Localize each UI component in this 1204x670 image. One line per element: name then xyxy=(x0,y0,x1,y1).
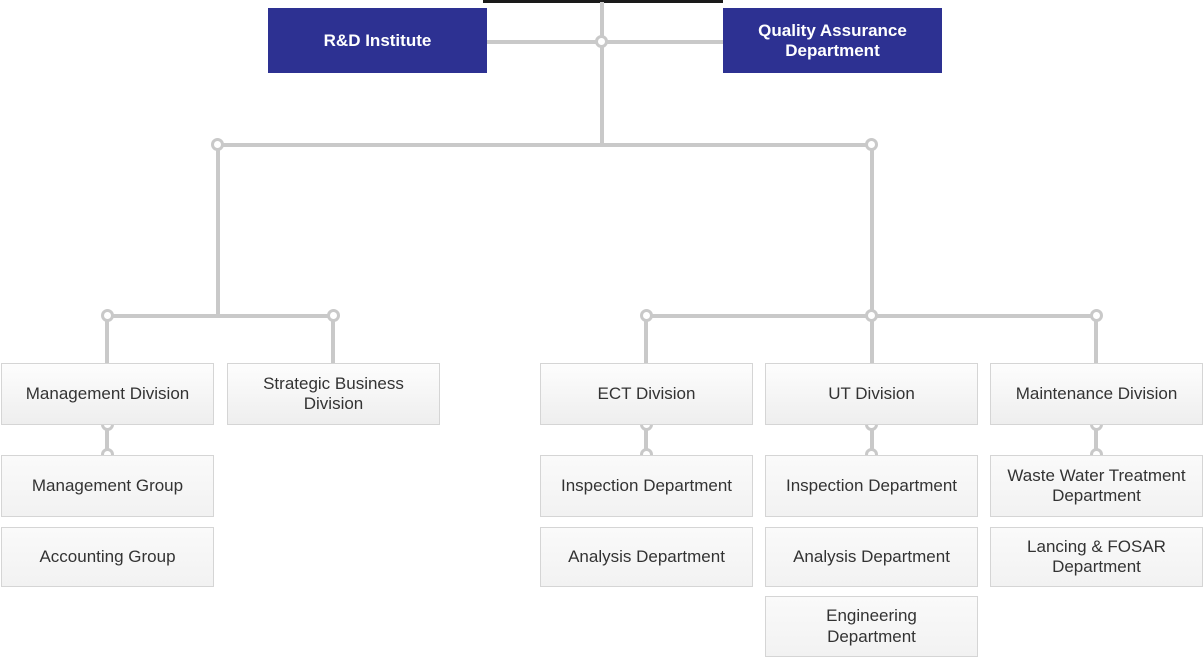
connector-dumbbell-ut xyxy=(870,424,874,455)
parent-box-bottom-edge xyxy=(483,0,723,3)
org-node-accounting-group: Accounting Group xyxy=(1,527,214,587)
connector-stub-ect xyxy=(644,316,648,363)
connector-line-left-branch-vertical xyxy=(216,145,220,316)
connector-dot xyxy=(101,309,114,322)
connector-dot xyxy=(1090,309,1103,322)
connector-dumbbell-maintenance xyxy=(1094,424,1098,455)
connector-stub-management xyxy=(105,316,109,363)
connector-line-center-vertical xyxy=(600,2,604,144)
connector-dot xyxy=(327,309,340,322)
connector-line-level2-horizontal xyxy=(216,143,874,147)
connector-dumbbell-ect xyxy=(644,424,648,455)
org-node-lancing-fosar-department: Lancing & FOSAR Department xyxy=(990,527,1203,587)
org-node-rd-institute: R&D Institute xyxy=(268,8,487,73)
org-node-waste-water-treatment-department: Waste Water Treatment Department xyxy=(990,455,1203,517)
org-node-ect-division: ECT Division xyxy=(540,363,753,425)
org-node-ect-analysis-department: Analysis Department xyxy=(540,527,753,587)
org-node-quality-assurance-department: Quality Assurance Department xyxy=(723,8,942,73)
connector-dot xyxy=(865,309,878,322)
connector-dot xyxy=(211,138,224,151)
org-node-management-division: Management Division xyxy=(1,363,214,425)
org-node-ut-inspection-department: Inspection Department xyxy=(765,455,978,517)
org-node-ect-inspection-department: Inspection Department xyxy=(540,455,753,517)
connector-stub-maintenance xyxy=(1094,316,1098,363)
org-node-ut-engineering-department: Engineering Department xyxy=(765,596,978,657)
connector-line-right-branch-vertical xyxy=(870,145,874,316)
connector-dumbbell-management xyxy=(105,424,109,455)
connector-dot xyxy=(865,138,878,151)
org-node-ut-analysis-department: Analysis Department xyxy=(765,527,978,587)
org-node-maintenance-division: Maintenance Division xyxy=(990,363,1203,425)
connector-dot xyxy=(640,309,653,322)
connector-line-left-subbranch-horizontal xyxy=(107,314,334,318)
connector-stub-strategic xyxy=(331,316,335,363)
org-node-ut-division: UT Division xyxy=(765,363,978,425)
org-node-management-group: Management Group xyxy=(1,455,214,517)
connector-stub-ut xyxy=(870,316,874,363)
org-node-strategic-business-division: Strategic Business Division xyxy=(227,363,440,425)
connector-dot xyxy=(595,35,608,48)
